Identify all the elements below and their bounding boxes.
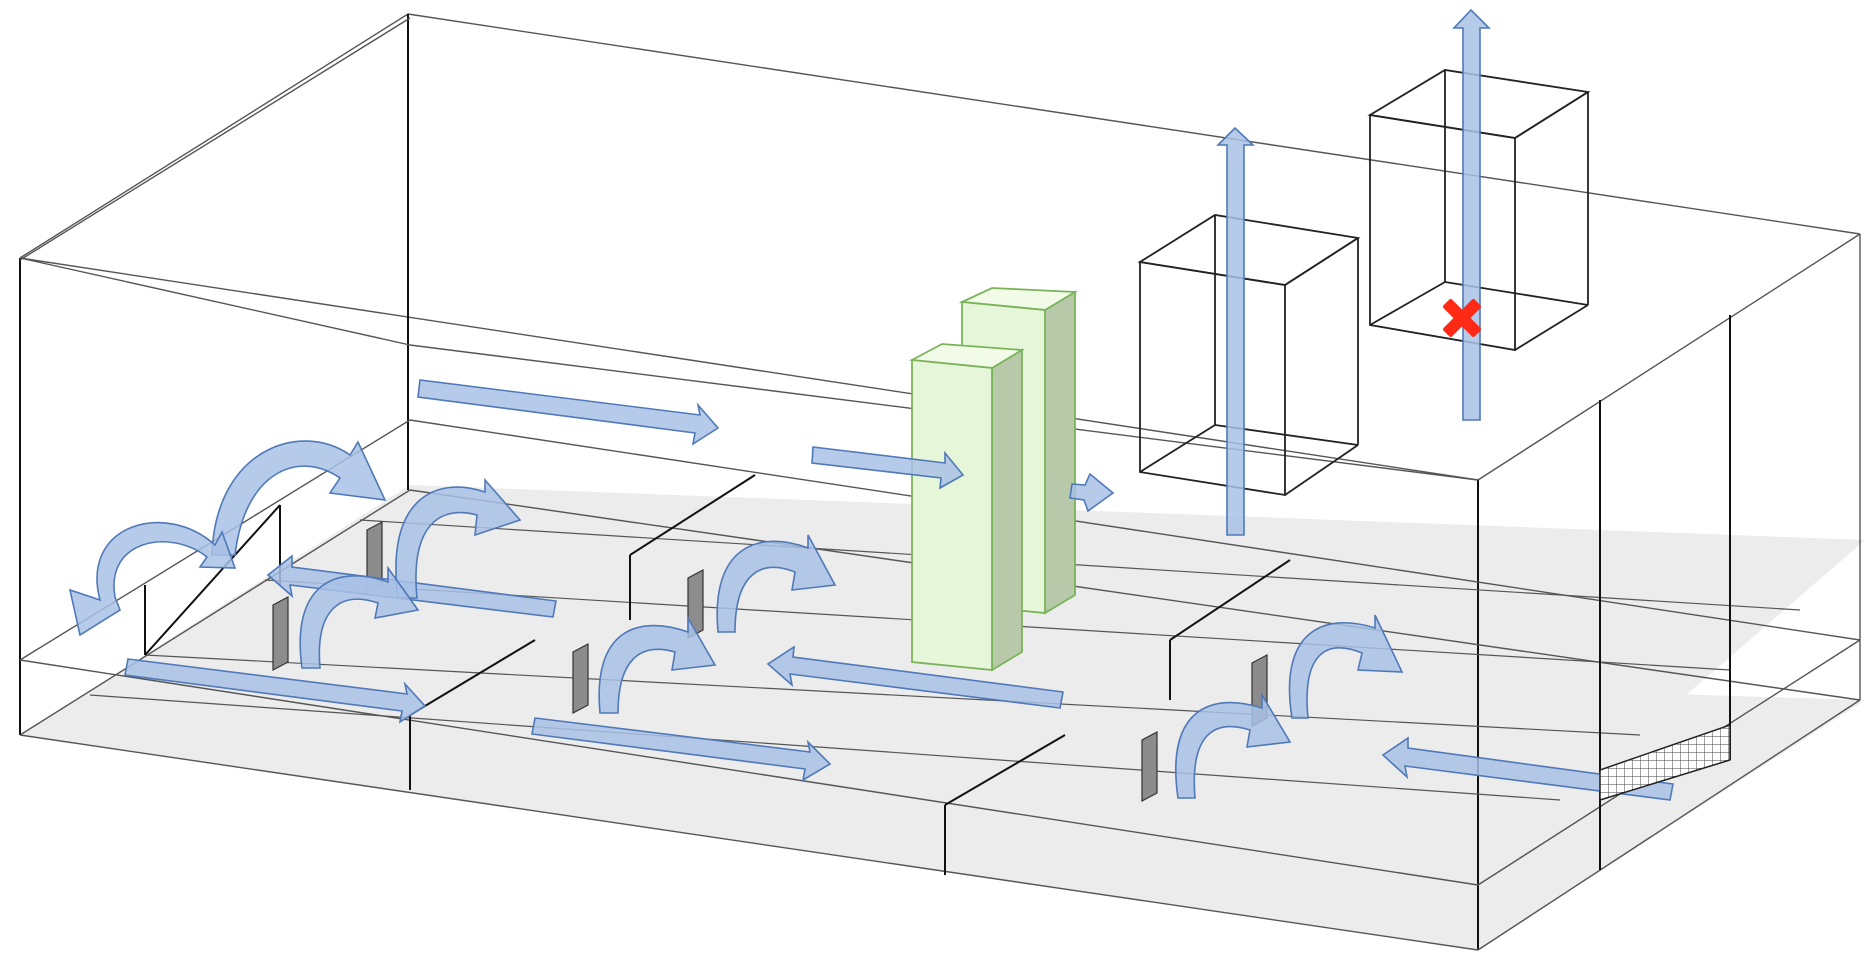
airflow-arrow-exhaust: [1216, 126, 1256, 536]
airflow-arrow-exhaust: [1452, 8, 1491, 421]
baffle: [1141, 731, 1158, 802]
airflow-arrow-curved: [68, 521, 237, 637]
exhaust-ducts: [1137, 69, 1591, 497]
airflow-arrow-curved: [1175, 692, 1292, 799]
x-mark-icon: [1443, 299, 1481, 337]
room-wireframe: [19, 13, 1861, 951]
airflow-arrow-straight: [124, 658, 427, 724]
airflow-arrow-straight: [531, 717, 832, 782]
recirculation-arrows: [68, 440, 1404, 799]
airflow-arrow-curved: [299, 565, 420, 669]
baffles: [272, 521, 1268, 802]
airflow-arrow-straight: [811, 446, 965, 490]
inlet-grille: [1599, 723, 1731, 802]
exhaust-duct-box: [1137, 214, 1361, 497]
airflow-arrow-curved: [1288, 614, 1404, 719]
airflow-arrow-curved: [716, 534, 837, 633]
equipment-racks: [908, 287, 1079, 672]
airflow-arrow-curved: [395, 477, 522, 599]
partition-walls: [144, 315, 1731, 875]
equipment-rack: [908, 343, 1025, 672]
airflow-arrow-curved: [211, 440, 387, 556]
airflow-arrow-straight: [1069, 472, 1115, 513]
baffle: [272, 596, 289, 671]
airflow-arrow-curved: [598, 615, 717, 714]
baffle: [572, 643, 589, 714]
airflow-arrow-straight: [417, 379, 720, 446]
airflow-arrow-straight: [766, 645, 1064, 709]
